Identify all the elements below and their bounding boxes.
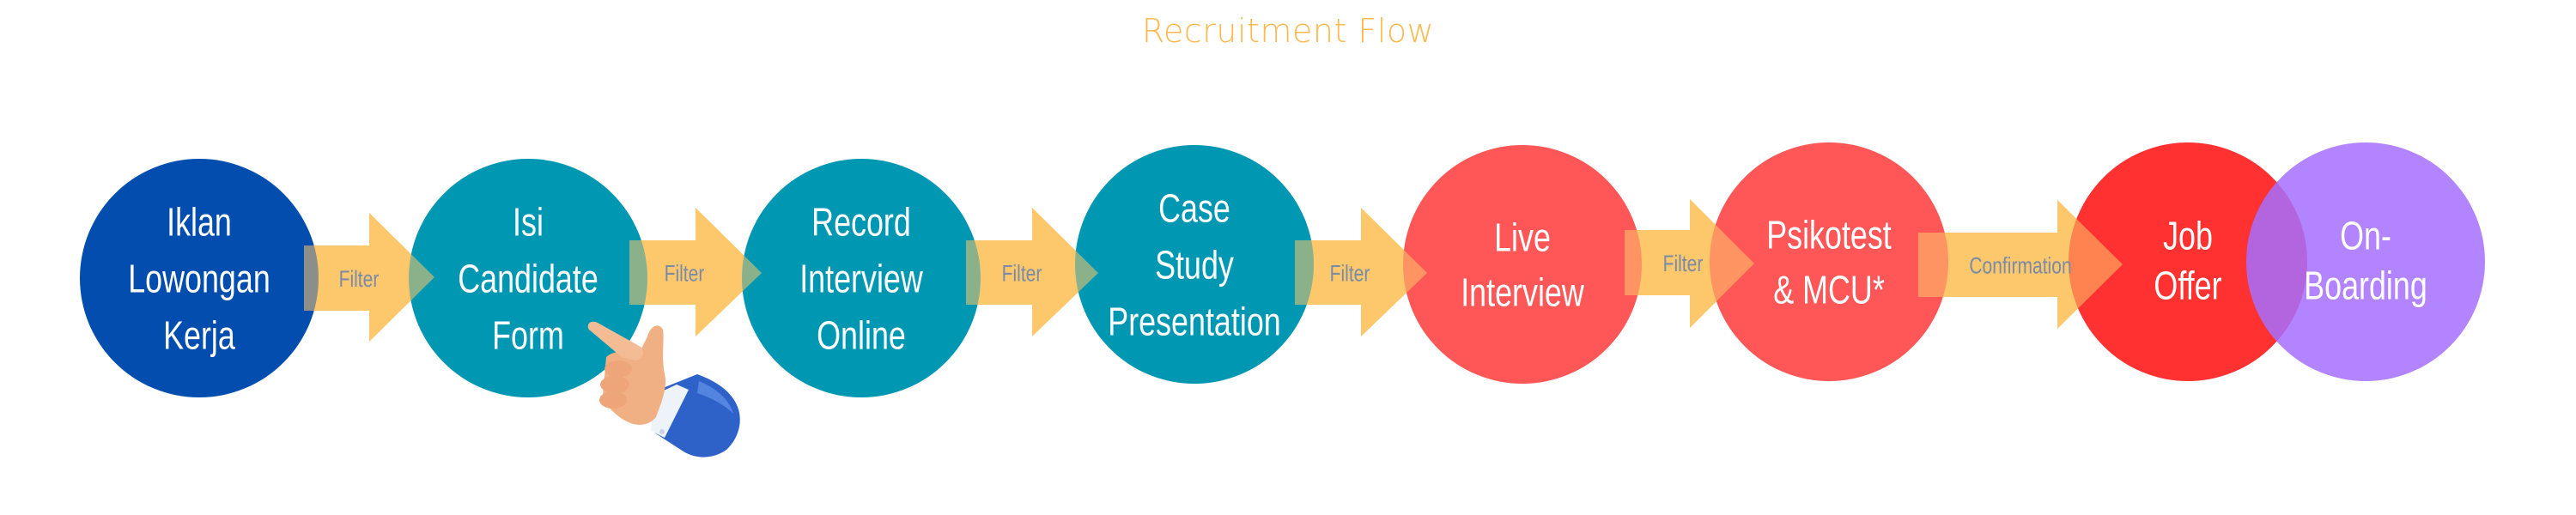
step-label-line: Iklan [167, 200, 232, 244]
pointing-hand-icon [587, 321, 740, 457]
step-circle-job-offer [2069, 142, 2307, 381]
index-finger-shape [587, 321, 643, 360]
connector-arrow-overlay [629, 208, 762, 336]
step-label-line: Online [817, 313, 906, 357]
step-label-line: Lowongan [128, 257, 270, 300]
connectors-overlay-layer [304, 199, 2123, 342]
step-label-line: Offer [2154, 264, 2221, 307]
curled-finger-2 [600, 376, 629, 393]
step-label-line: Kerja [163, 313, 235, 357]
step-label-line: Record [811, 200, 911, 244]
step-label-line: On- [2340, 214, 2391, 258]
step-label-line: Psikotest [1766, 213, 1892, 257]
connector-arrow-overlay [966, 208, 1098, 336]
step-label-line: Presentation [1108, 300, 1280, 343]
curled-finger-3 [599, 391, 627, 409]
connector-label: Filter [1002, 261, 1042, 287]
step-circle-record-interview-online [742, 159, 981, 397]
cuff-button [659, 429, 665, 434]
step-label-line: Interview [799, 257, 923, 300]
step-label-line: Live [1494, 215, 1551, 259]
connector-arrow-overlay [304, 213, 434, 342]
connector-label: Filter [339, 267, 380, 293]
step-label-line: & MCU* [1773, 268, 1885, 312]
step-label-line: Study [1155, 243, 1234, 287]
step-label-line: Case [1158, 186, 1230, 230]
connector-label: Confirmation [1969, 253, 2071, 279]
page-title: Recruitment Flow [1141, 12, 1435, 50]
step-label-psikotest-mcu: Psikotest & MCU* [1766, 213, 1892, 312]
step-label-line: Form [492, 313, 564, 357]
step-label-line: Interview [1461, 270, 1584, 314]
connector-label: Filter [1330, 261, 1370, 287]
connector-arrow-overlay [1625, 199, 1754, 328]
step-label-line: Isi [513, 200, 544, 244]
connector-arrow-overlay [1295, 208, 1427, 336]
step-label-line: Boarding [2304, 264, 2427, 307]
steps-layer [80, 142, 2485, 397]
connector-label: Filter [665, 261, 705, 287]
connector-arrow-overlay [1918, 200, 2123, 329]
step-label-on-boarding: On- Boarding [2304, 214, 2427, 307]
step-circle-isi-candidate-form [409, 159, 647, 397]
curled-finger-1 [605, 360, 632, 378]
step-circle-case-study-presentation [1075, 145, 1314, 384]
step-circle-psikotest-mcu [1710, 142, 1948, 381]
step-circle-on-boarding [2246, 142, 2485, 381]
step-label-line: Job [2163, 214, 2213, 258]
step-label-line: Candidate [458, 257, 598, 300]
step-circle-live-interview [1403, 145, 1642, 384]
sleeve-highlight [697, 381, 733, 414]
step-circle-iklan-lowongan-kerja [80, 159, 319, 397]
connector-label: Filter [1663, 251, 1704, 277]
